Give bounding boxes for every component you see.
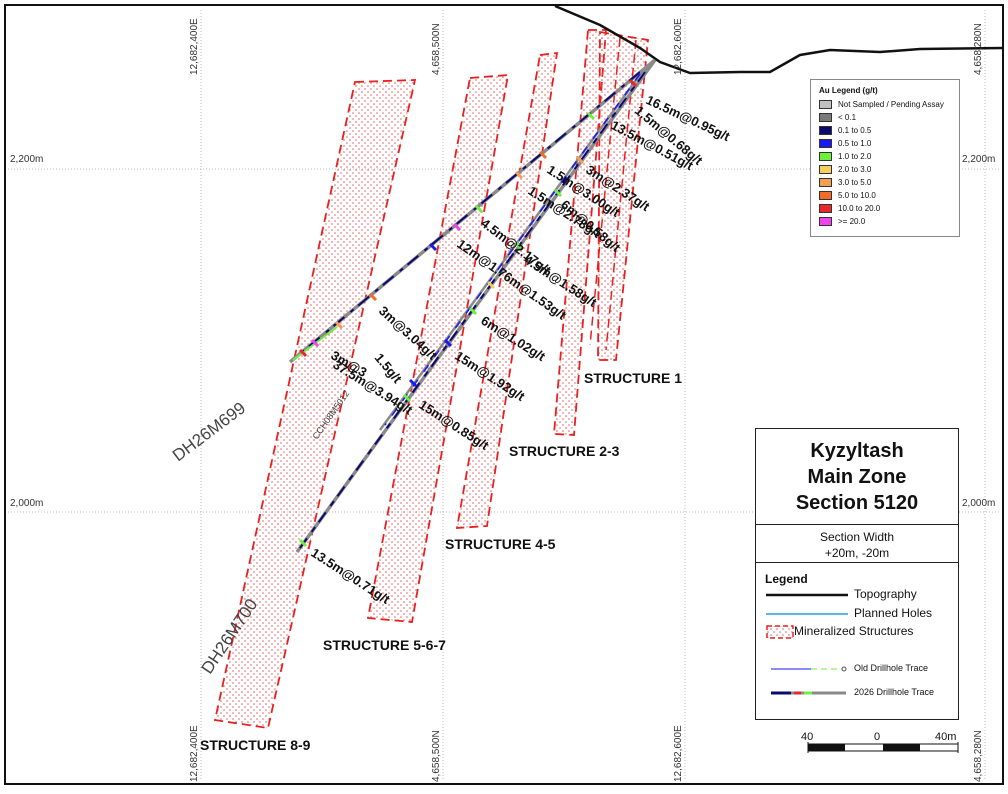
- grid-label-n280-top: 4,658,280N: [973, 23, 984, 75]
- au-legend-swatch: [819, 100, 832, 109]
- legend-box: Legend Topography Planned Holes Minerali…: [755, 562, 959, 720]
- elev-2000-left: 2,000m: [10, 498, 43, 509]
- legend-planned-label: Planned Holes: [854, 606, 933, 620]
- au-legend-swatch: [819, 152, 832, 161]
- au-legend-swatch: [819, 113, 832, 122]
- mineralized-structures: [213, 29, 649, 730]
- grid-label-n500-top: 4,658,500N: [431, 23, 442, 75]
- topography-swatch: [766, 593, 848, 597]
- structure-4-5-zone: [455, 51, 559, 529]
- scale-mid: 0: [874, 731, 880, 743]
- legend-topography-label: Topography: [854, 587, 917, 601]
- structure-2-3-label: STRUCTURE 2-3: [509, 443, 620, 459]
- scale-left: 40: [801, 731, 813, 743]
- au-legend-title: Au Legend (g/t): [819, 86, 878, 95]
- au-legend-label: < 0.1: [838, 113, 857, 122]
- au-legend-label: 0.1 to 0.5: [838, 126, 872, 135]
- structure-8-9-label: STRUCTURE 8-9: [200, 737, 311, 753]
- grid-label-e600-top: 12,682,600E: [673, 18, 684, 75]
- au-legend-swatch: [819, 204, 832, 213]
- au-legend-label: 5.0 to 10.0: [838, 191, 876, 200]
- hole-label-dh26m699: DH26M699: [169, 398, 249, 465]
- legend-old-trace: Old Drillhole Trace: [756, 661, 960, 677]
- scale-labels: 40 0 40m: [801, 731, 956, 743]
- grid-label-e600-bottom: 12,682,600E: [673, 725, 684, 782]
- scale-bar: [807, 742, 959, 753]
- au-legend-swatch: [819, 217, 832, 226]
- au-legend-swatch: [819, 178, 832, 187]
- structure-4-5-label: STRUCTURE 4-5: [445, 536, 556, 552]
- structure-2-3-zone: [553, 29, 607, 436]
- legend-topography: Topography: [756, 587, 960, 603]
- title-box: Kyzyltash Main Zone Section 5120: [755, 428, 959, 525]
- elev-2200-right: 2,200m: [962, 154, 995, 165]
- map-frame: [4, 4, 1004, 785]
- new-trace-swatch: [771, 691, 846, 695]
- au-legend-label: 0.5 to 1.0: [838, 139, 872, 148]
- au-legend-label: >= 20.0: [838, 217, 866, 226]
- legend-new-trace-label: 2026 Drillhole Trace: [854, 687, 935, 697]
- au-legend-label: 3.0 to 5.0: [838, 178, 872, 187]
- planned-swatch: [766, 613, 848, 615]
- structure-8-9-zone: [213, 79, 417, 730]
- grid-label-n280-bottom: 4,658,280N: [973, 730, 984, 782]
- grid-label-n500-bottom: 4,658,500N: [431, 730, 442, 782]
- structure-labels: STRUCTURE 1 STRUCTURE 2-3 STRUCTURE 4-5 …: [200, 370, 682, 753]
- title-line-1: Kyzyltash: [810, 439, 904, 462]
- section-width-box: Section Width +20m, -20m: [755, 524, 959, 563]
- mineralized-swatch: [766, 625, 794, 639]
- au-legend-label: 2.0 to 3.0: [838, 165, 872, 174]
- title-line-2: Main Zone: [807, 465, 907, 488]
- title-line-3: Section 5120: [795, 491, 919, 514]
- legend-old-trace-label: Old Drillhole Trace: [854, 663, 929, 673]
- au-legend-label: 1.0 to 2.0: [838, 152, 872, 161]
- au-legend-label: 10.0 to 20.0: [838, 204, 881, 213]
- legend-new-trace: 2026 Drillhole Trace: [756, 685, 960, 701]
- au-legend-swatch: [819, 165, 832, 174]
- au-legend-label: Not Sampled / Pending Assay: [838, 100, 944, 109]
- au-legend: Au Legend (g/t) Not Sampled / Pending As…: [810, 79, 960, 237]
- elev-2000-right: 2,000m: [962, 498, 995, 509]
- au-legend-swatch: [819, 191, 832, 200]
- drillholes: [288, 58, 657, 554]
- topography-line: [554, 4, 1004, 75]
- legend-mineralized-label: Mineralized Structures: [794, 624, 914, 638]
- legend-mineralized: Mineralized Structures: [756, 624, 960, 640]
- hole-dh26m699-assay: [294, 71, 641, 359]
- hole-cch08m5012-assay: [384, 73, 641, 426]
- section-width-value: +20m, -20m: [824, 546, 890, 560]
- structure-5-6-7-label: STRUCTURE 5-6-7: [323, 637, 446, 653]
- scale-right: 40m: [935, 731, 956, 743]
- section-width-label: Section Width: [819, 530, 895, 544]
- grid-labels: 12,682,400E 4,658,500N 12,682,600E 4,658…: [10, 18, 995, 782]
- au-legend-swatch: [819, 139, 832, 148]
- au-legend-swatch: [819, 126, 832, 135]
- grid-label-e400-bottom: 12,682,400E: [189, 725, 200, 782]
- grid-label-e400-top: 12,682,400E: [189, 18, 200, 75]
- elev-2200-left: 2,200m: [10, 154, 43, 165]
- structure-1-label: STRUCTURE 1: [584, 370, 682, 386]
- legend-planned: Planned Holes: [756, 606, 960, 622]
- old-trace-swatch: [771, 666, 847, 672]
- legend-title: Legend: [765, 572, 808, 586]
